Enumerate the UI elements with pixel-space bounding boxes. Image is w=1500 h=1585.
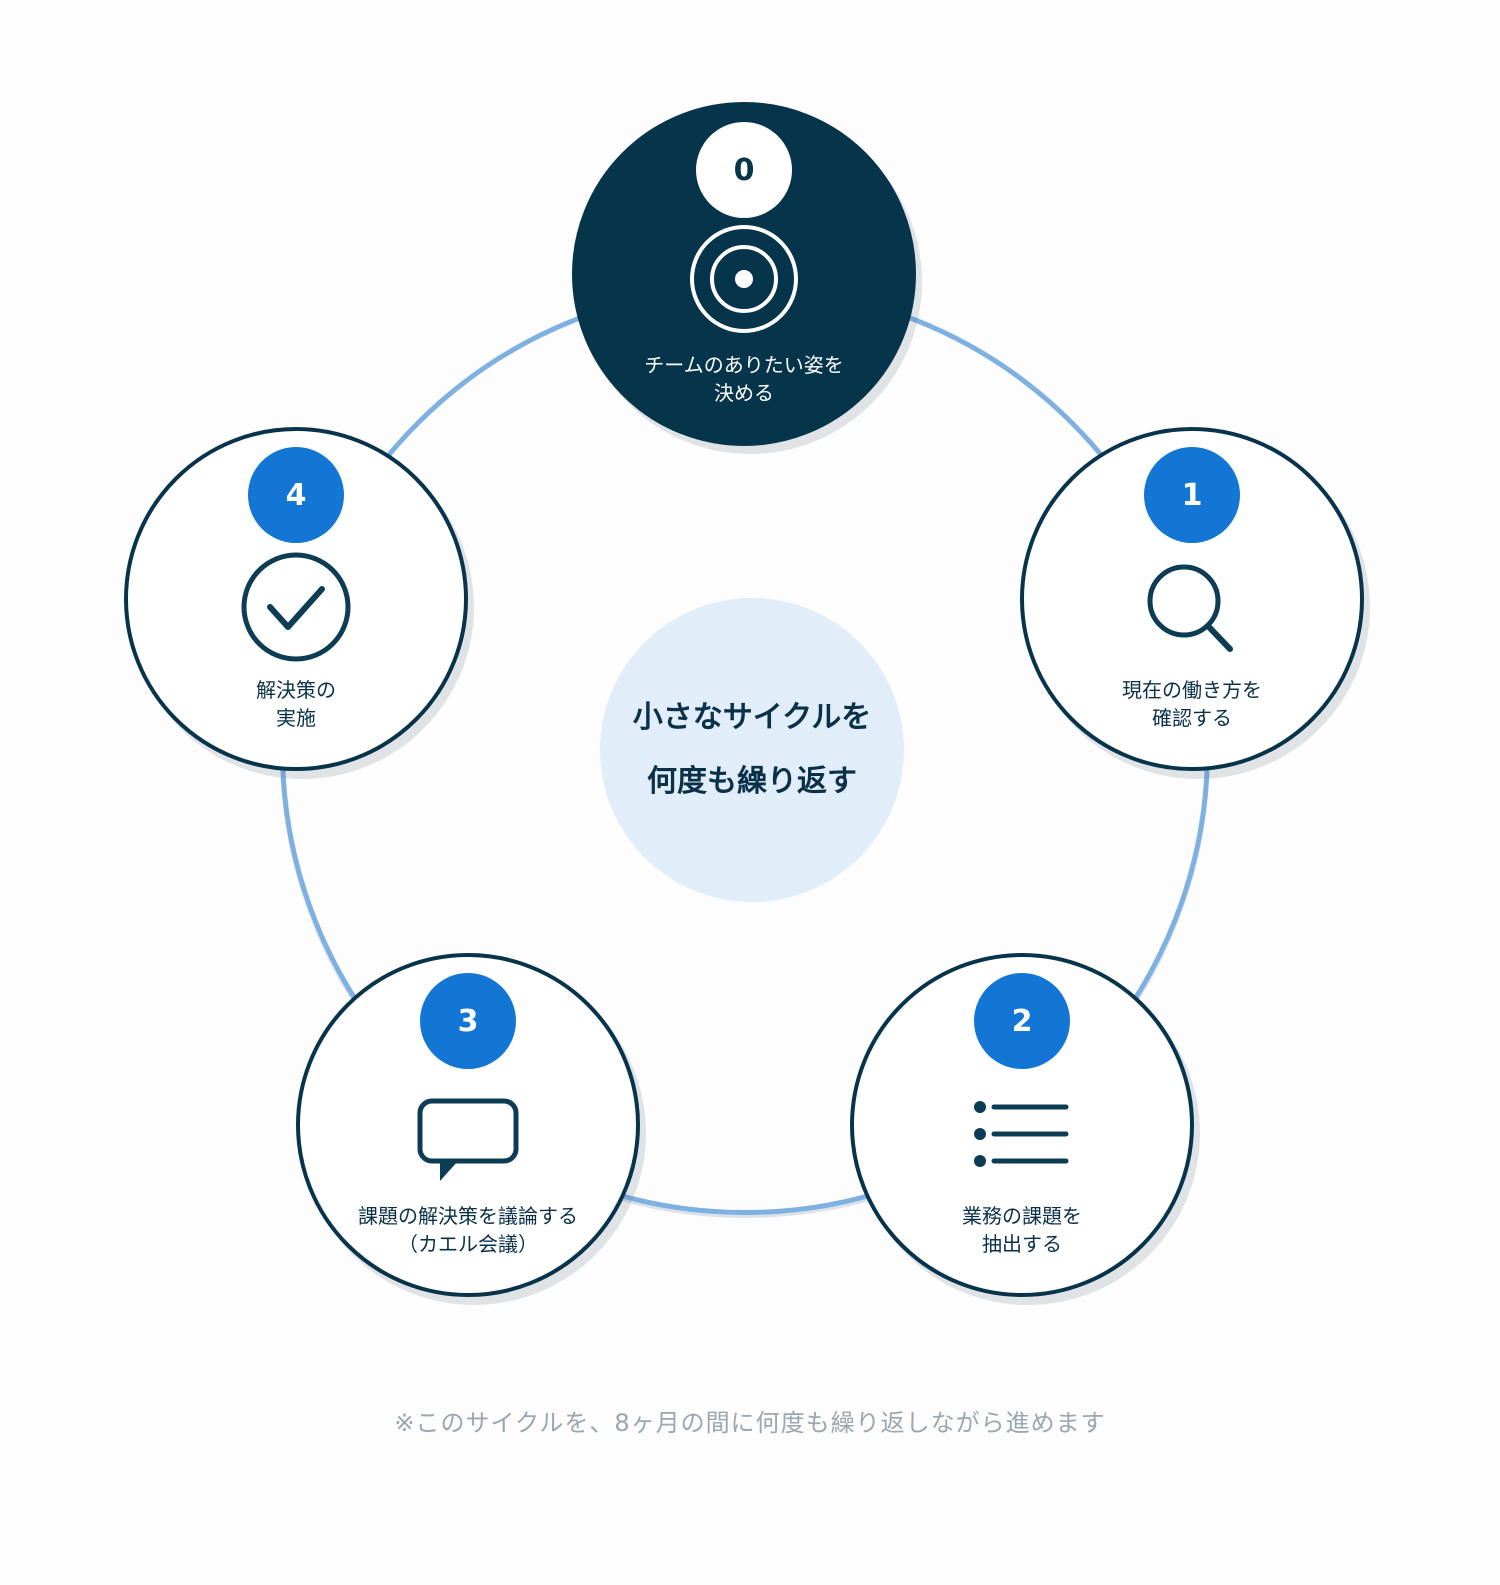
step-0-label: チームのありたい姿を 決める <box>644 353 844 405</box>
step-3-circle: 3 課題の解決策を議論する （カエル会議） <box>296 953 640 1297</box>
step-0-badge: 0 <box>696 122 792 218</box>
step-2-badge: 2 <box>974 973 1070 1069</box>
step-3-badge: 3 <box>420 973 516 1069</box>
step-2-label: 業務の課題を 抽出する <box>962 1204 1082 1256</box>
step-1-label: 現在の働き方を 確認する <box>1122 678 1262 730</box>
footnote: ※このサイクルを、8ヶ月の間に何度も繰り返しながら進めます <box>394 1409 1106 1437</box>
target-icon <box>689 224 799 338</box>
step-1-badge: 1 <box>1144 447 1240 543</box>
step-4-label: 解決策の 実施 <box>256 678 336 730</box>
step-2-circle: 2 業務の課題を 抽出する <box>850 953 1194 1297</box>
search-icon <box>1142 561 1242 665</box>
check-circle-icon <box>240 551 352 667</box>
step-1-circle: 1 現在の働き方を 確認する <box>1020 427 1364 771</box>
list-icon <box>972 1097 1072 1171</box>
center-line-1: 小さなサイクルを <box>632 700 872 735</box>
center-line-2: 何度も繰り返す <box>647 764 857 799</box>
step-0-circle: 0 チームのありたい姿を 決める <box>572 102 916 446</box>
step-3-label: 課題の解決策を議論する （カエル会議） <box>358 1204 578 1256</box>
step-4-badge: 4 <box>248 447 344 543</box>
speech-bubble-icon <box>416 1097 520 1191</box>
center-circle: 小さなサイクルを 何度も繰り返す <box>600 598 904 902</box>
step-4-circle: 4 解決策の 実施 <box>124 427 468 771</box>
